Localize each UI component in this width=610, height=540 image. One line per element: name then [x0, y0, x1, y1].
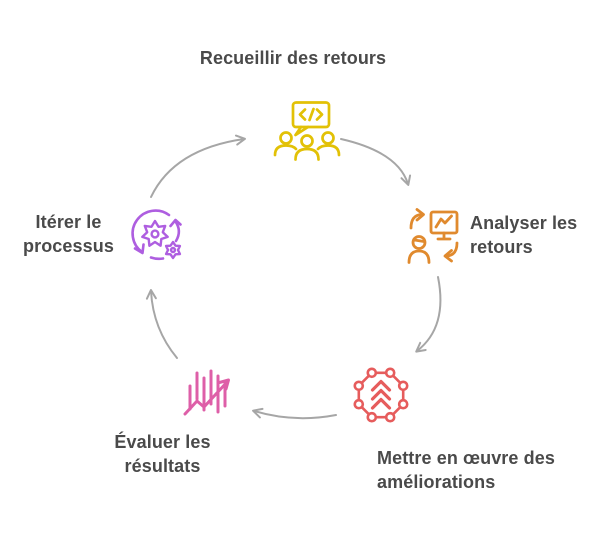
step-label-analyze: Analyser les retours: [470, 213, 578, 257]
arrow-evaluate-to-iterate: [145, 289, 178, 359]
arrow-iterate-to-collect: [150, 134, 246, 198]
step-label-evaluate: Évaluer les résultats: [114, 432, 211, 476]
step-label-iterate: Itérer le processus: [23, 212, 114, 256]
analyze-monitor-user-icon: [404, 205, 464, 270]
step-label-collect: Recueillir des retours: [199, 48, 387, 68]
arrow-analyze-to-implement: [415, 276, 442, 353]
network-improvements-icon: [350, 367, 412, 430]
arrow-implement-to-evaluate: [252, 407, 337, 420]
arrow-collect-to-analyze: [340, 138, 412, 186]
feedback-chat-team-icon: [273, 101, 341, 166]
iterate-gears-cycle-icon: [129, 206, 187, 269]
step-label-implement: Mettre en œuvre des améliorations: [377, 448, 555, 492]
results-bar-chart-trend-icon: [183, 366, 239, 427]
